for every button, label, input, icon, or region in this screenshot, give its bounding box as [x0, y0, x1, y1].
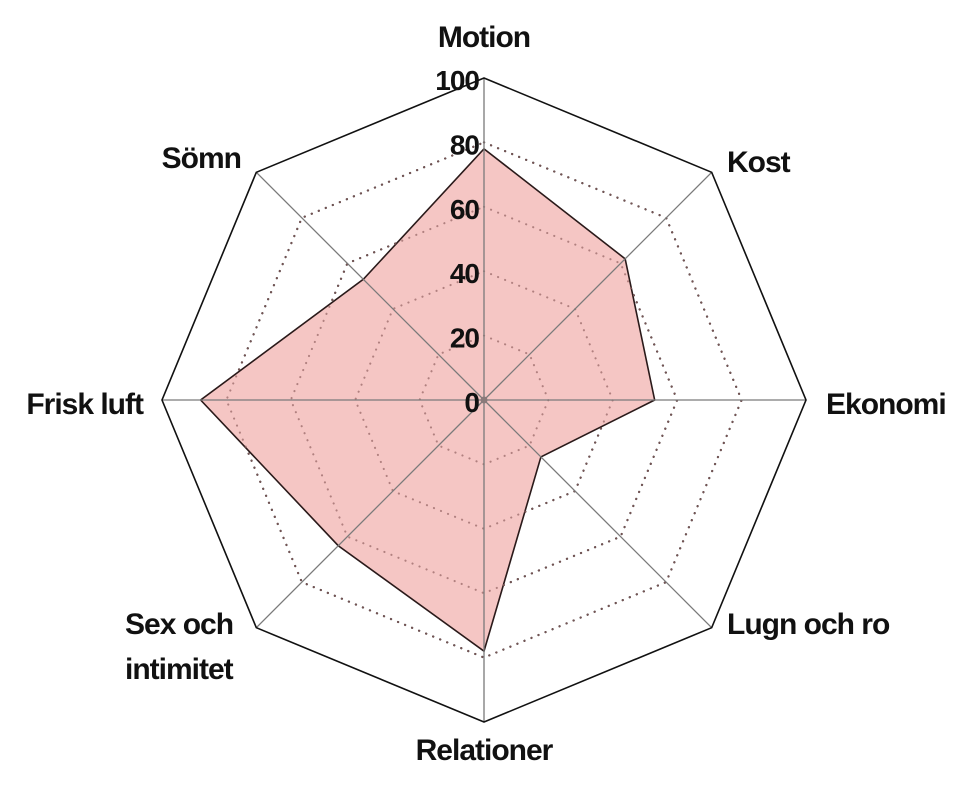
axis-label-line: Ekonomi [826, 388, 946, 421]
tick-label-100: 100 [435, 65, 479, 96]
grid-ring-overlay-80 [225, 141, 743, 659]
axis-label-ekonomi: Ekonomi [826, 388, 946, 421]
axis-label-line: Sex och [125, 608, 233, 641]
axis-label-relationer: Relationer [416, 734, 554, 767]
tick-label-20: 20 [450, 323, 480, 354]
tick-label-80: 80 [450, 129, 480, 160]
tick-label-60: 60 [450, 194, 480, 225]
axis-label-sömn: Sömn [162, 142, 241, 175]
grid-ring-overlay-60 [289, 205, 679, 595]
spoke-5 [255, 399, 485, 629]
spoke-1 [483, 171, 713, 401]
axis-label-line: Relationer [416, 734, 554, 767]
outer-ring [161, 77, 807, 723]
tick-label-40: 40 [450, 258, 480, 289]
axis-label-motion: Motion [438, 21, 530, 54]
axis-label-line: intimitet [125, 653, 234, 686]
axis-spokes [162, 78, 806, 722]
axis-label-frisk-luft: Frisk luft [26, 388, 144, 421]
axis-label-lugn-och-ro: Lugn och ro [727, 608, 890, 641]
axis-label-line: Motion [438, 21, 530, 54]
spoke-7 [255, 171, 485, 401]
center-dot [480, 396, 488, 404]
tick-labels: 0 20 40 60 80 100 [435, 65, 480, 418]
axis-label-sex-och-intimitet: Sex och intimitet [125, 608, 234, 686]
outer-octagon [161, 77, 807, 723]
axis-label-line: Kost [727, 146, 791, 179]
axis-label-line: Frisk luft [26, 388, 144, 421]
spoke-3 [483, 399, 713, 629]
tick-label-0: 0 [464, 387, 479, 418]
axis-label-line: Sömn [162, 142, 241, 175]
axis-label-kost: Kost [727, 146, 791, 179]
axis-label-line: Lugn och ro [727, 608, 890, 641]
